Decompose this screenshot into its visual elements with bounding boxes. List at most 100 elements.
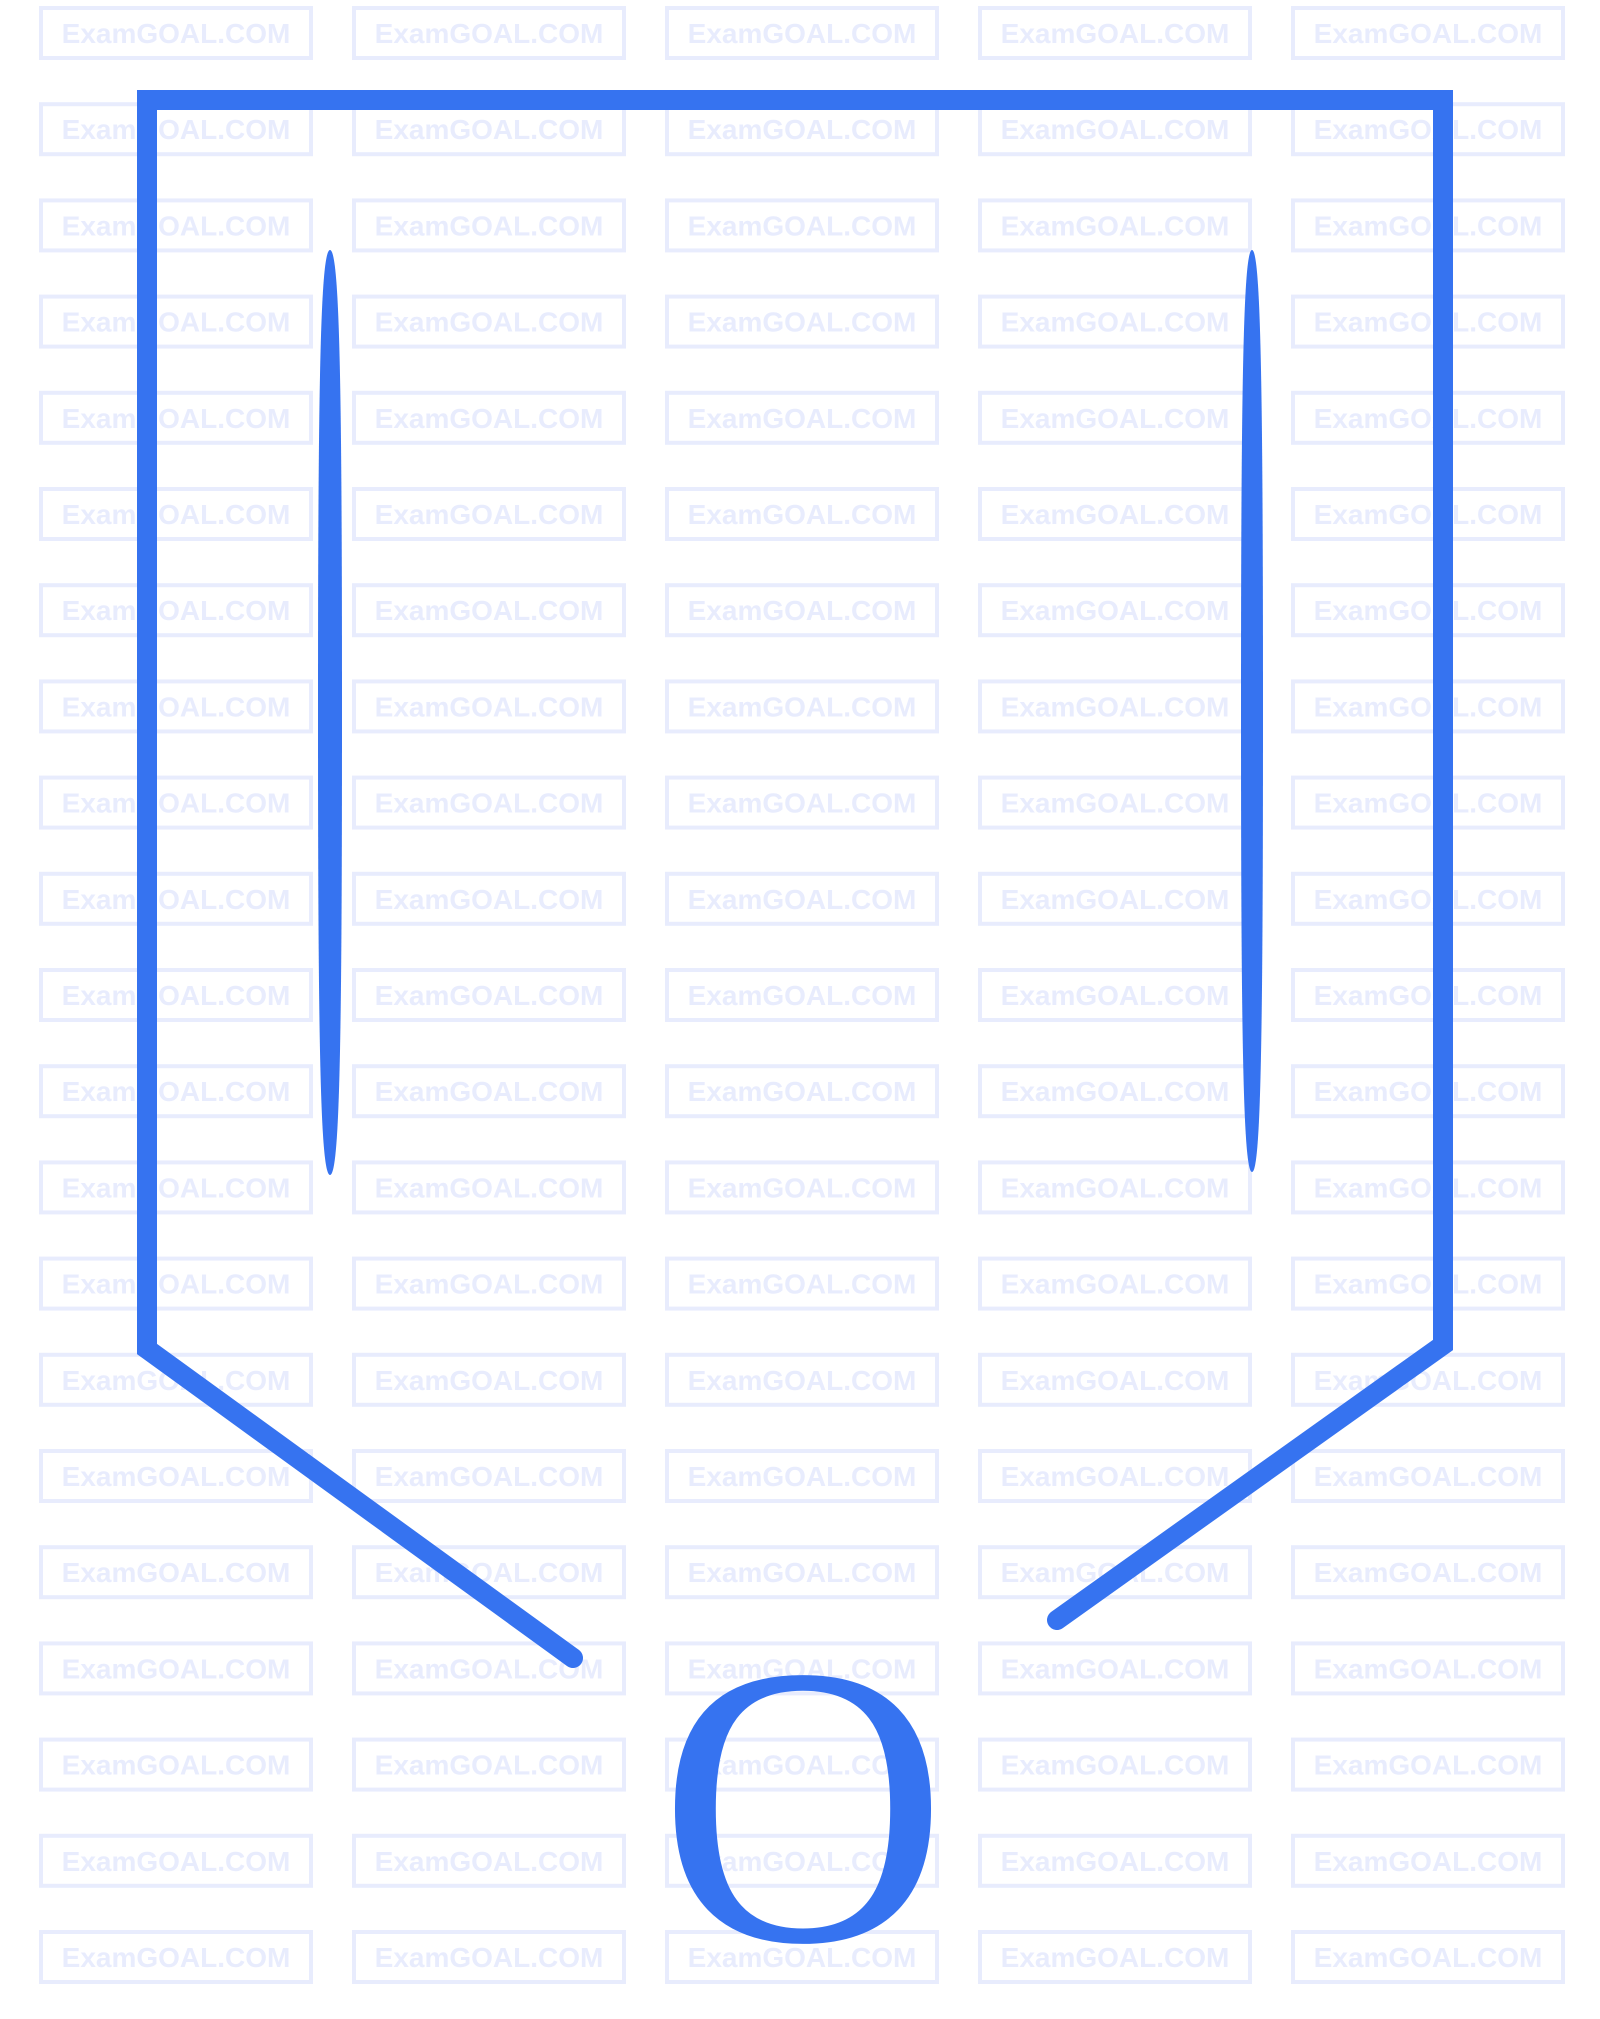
- watermark-text: ExamGOAL.COM: [1001, 884, 1230, 915]
- watermark-text: ExamGOAL.COM: [1001, 403, 1230, 434]
- watermark-tile: ExamGOAL.COM: [39, 1064, 313, 1119]
- watermark-tile: ExamGOAL.COM: [39, 487, 313, 541]
- watermark-tile: ExamGOAL.COM: [978, 102, 1252, 157]
- watermark-tile: ExamGOAL.COM: [39, 968, 313, 1022]
- watermark-text: ExamGOAL.COM: [688, 595, 917, 626]
- watermark-text: ExamGOAL.COM: [688, 691, 917, 722]
- watermark-text: ExamGOAL.COM: [62, 1653, 291, 1684]
- watermark-tile: ExamGOAL.COM: [39, 102, 313, 157]
- watermark-tile: ExamGOAL.COM: [978, 1256, 1252, 1311]
- watermark-text: ExamGOAL.COM: [375, 1269, 604, 1300]
- watermark-tile: ExamGOAL.COM: [352, 583, 626, 638]
- watermark-tile: ExamGOAL.COM: [1291, 198, 1565, 253]
- watermark-text: ExamGOAL.COM: [62, 210, 291, 241]
- watermark-tile: ExamGOAL.COM: [352, 1930, 626, 1984]
- ring-bonds: [137, 90, 1453, 1668]
- watermark-text: ExamGOAL.COM: [1001, 788, 1230, 819]
- watermark-tile: ExamGOAL.COM: [39, 1641, 313, 1696]
- watermark-text: ExamGOAL.COM: [1314, 691, 1543, 722]
- watermark-text: ExamGOAL.COM: [688, 210, 917, 241]
- watermark-text: ExamGOAL.COM: [375, 884, 604, 915]
- watermark-text: ExamGOAL.COM: [62, 1269, 291, 1300]
- watermark-tile: ExamGOAL.COM: [352, 1449, 626, 1503]
- watermark-text: ExamGOAL.COM: [1001, 1172, 1230, 1203]
- watermark-text: ExamGOAL.COM: [1314, 1750, 1543, 1781]
- watermark-tile: ExamGOAL.COM: [665, 871, 939, 926]
- watermark-tile: ExamGOAL.COM: [978, 487, 1252, 541]
- watermark-tile: ExamGOAL.COM: [39, 1545, 313, 1600]
- watermark-tile: ExamGOAL.COM: [665, 1737, 939, 1792]
- watermark-text: ExamGOAL.COM: [688, 1846, 917, 1877]
- watermark-tile: ExamGOAL.COM: [665, 679, 939, 734]
- watermark-text: ExamGOAL.COM: [1314, 403, 1543, 434]
- watermark-tile: ExamGOAL.COM: [978, 1160, 1252, 1215]
- pyran-ring-structure: O: [137, 90, 1453, 2019]
- watermark-text: ExamGOAL.COM: [375, 1846, 604, 1877]
- watermark-tile: ExamGOAL.COM: [665, 102, 939, 157]
- watermark-text: ExamGOAL.COM: [62, 403, 291, 434]
- watermark-text: ExamGOAL.COM: [62, 114, 291, 145]
- watermark-text: ExamGOAL.COM: [688, 1365, 917, 1396]
- watermark-text: ExamGOAL.COM: [1001, 1269, 1230, 1300]
- watermark-tile: ExamGOAL.COM: [352, 294, 626, 349]
- watermark-tile: ExamGOAL.COM: [978, 775, 1252, 830]
- watermark-tile: ExamGOAL.COM: [1291, 390, 1565, 445]
- watermark-text: ExamGOAL.COM: [62, 1942, 291, 1973]
- watermark-tile: ExamGOAL.COM: [978, 390, 1252, 445]
- watermark-text: ExamGOAL.COM: [688, 788, 917, 819]
- watermark-text: ExamGOAL.COM: [375, 1461, 604, 1492]
- watermark-tile: ExamGOAL.COM: [1291, 775, 1565, 830]
- watermark-text: ExamGOAL.COM: [1314, 1461, 1543, 1492]
- watermark-text: ExamGOAL.COM: [62, 1172, 291, 1203]
- watermark-text: ExamGOAL.COM: [1001, 307, 1230, 338]
- watermark-text: ExamGOAL.COM: [688, 1461, 917, 1492]
- watermark-text: ExamGOAL.COM: [688, 1750, 917, 1781]
- watermark-text: ExamGOAL.COM: [1001, 114, 1230, 145]
- watermark-text: ExamGOAL.COM: [688, 114, 917, 145]
- watermark-text: ExamGOAL.COM: [62, 691, 291, 722]
- watermark-text: ExamGOAL.COM: [62, 1750, 291, 1781]
- watermark-tile: ExamGOAL.COM: [39, 775, 313, 830]
- watermark-text: ExamGOAL.COM: [62, 499, 291, 530]
- watermark-tile: ExamGOAL.COM: [978, 583, 1252, 638]
- watermark-tile: ExamGOAL.COM: [1291, 1449, 1565, 1503]
- watermark-text: ExamGOAL.COM: [1314, 788, 1543, 819]
- watermark-tile: ExamGOAL.COM: [978, 6, 1252, 60]
- watermark-text: ExamGOAL.COM: [375, 18, 604, 49]
- watermark-text: ExamGOAL.COM: [688, 980, 917, 1011]
- watermark-text: ExamGOAL.COM: [1001, 1750, 1230, 1781]
- watermark-tile: ExamGOAL.COM: [665, 1449, 939, 1503]
- watermark-text: ExamGOAL.COM: [375, 1076, 604, 1107]
- watermark-tile: ExamGOAL.COM: [39, 1160, 313, 1215]
- watermark-text: ExamGOAL.COM: [1001, 499, 1230, 530]
- watermark-tile: ExamGOAL.COM: [1291, 1545, 1565, 1600]
- watermark-text: ExamGOAL.COM: [375, 691, 604, 722]
- watermark-tile: ExamGOAL.COM: [665, 1641, 939, 1696]
- watermark-tile: ExamGOAL.COM: [665, 6, 939, 60]
- watermark-text: ExamGOAL.COM: [688, 884, 917, 915]
- watermark-tile: ExamGOAL.COM: [352, 102, 626, 157]
- watermark-tile: ExamGOAL.COM: [352, 390, 626, 445]
- watermark-tile: ExamGOAL.COM: [352, 1256, 626, 1311]
- watermark-tile: ExamGOAL.COM: [39, 1737, 313, 1792]
- watermark-text: ExamGOAL.COM: [688, 1076, 917, 1107]
- watermark-tile: ExamGOAL.COM: [39, 198, 313, 253]
- watermark-tile: ExamGOAL.COM: [39, 1930, 313, 1984]
- watermark-text: ExamGOAL.COM: [1001, 1942, 1230, 1973]
- double-bond-left: [318, 250, 342, 1175]
- watermark-text: ExamGOAL.COM: [1314, 1942, 1543, 1973]
- watermark-tile: ExamGOAL.COM: [39, 1256, 313, 1311]
- watermark-tile: ExamGOAL.COM: [978, 1449, 1252, 1503]
- watermark-tile: ExamGOAL.COM: [352, 1833, 626, 1888]
- watermark-text: ExamGOAL.COM: [62, 307, 291, 338]
- watermark-tile: ExamGOAL.COM: [1291, 1641, 1565, 1696]
- watermark-tile: ExamGOAL.COM: [352, 775, 626, 830]
- watermark-text: ExamGOAL.COM: [1001, 691, 1230, 722]
- watermark-tile: ExamGOAL.COM: [1291, 1160, 1565, 1215]
- watermark-tile: ExamGOAL.COM: [39, 294, 313, 349]
- watermark-tile: ExamGOAL.COM: [665, 1160, 939, 1215]
- watermark-text: ExamGOAL.COM: [1314, 114, 1543, 145]
- watermark-tile: ExamGOAL.COM: [39, 1833, 313, 1888]
- watermark-text: ExamGOAL.COM: [688, 499, 917, 530]
